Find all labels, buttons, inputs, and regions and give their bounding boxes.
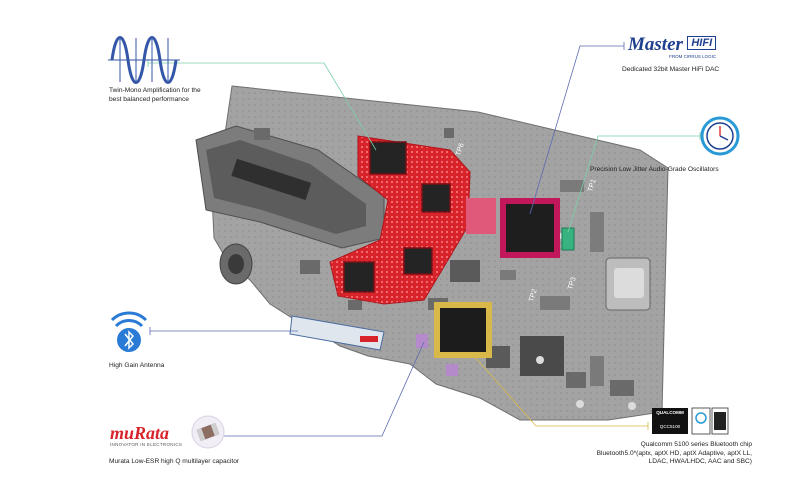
- antenna-component: [289, 315, 385, 351]
- murata-tagline: INNOVATOR IN ELECTRONICS: [110, 442, 183, 447]
- twin-mono-line-1: Twin-Mono Amplification for the: [109, 87, 201, 94]
- oscillator-caption: Precision Low Jitter Audio-Grade Oscilla…: [590, 166, 719, 173]
- oscillator-component: [561, 227, 575, 251]
- capacitor-caption: Murata Low-ESR high Q multilayer capacit…: [109, 458, 240, 465]
- capacitor-component: [416, 334, 428, 348]
- qualcomm-logo-text: QUALCOMM: [656, 410, 684, 415]
- antenna-caption: High Gain Antenna: [109, 362, 165, 369]
- murata-logo: muRata INNOVATOR IN ELECTRONICS: [110, 424, 182, 447]
- qualcomm-badge: [652, 407, 729, 435]
- master-hifi-logo: Master HIFI FROM CIRRUS LOGIC: [628, 34, 717, 59]
- dac-chip: [500, 198, 560, 258]
- waveform-icon: [108, 36, 180, 84]
- bluetooth-line-3: LDAC, HWA/LHDC, AAC and SBC): [648, 458, 752, 466]
- callout-line-oscillator: [567, 135, 700, 233]
- bluetooth-caption: Qualcomm 5100 series Bluetooth chip Blue…: [597, 441, 752, 467]
- callout-line-capacitor: [202, 341, 425, 437]
- bluetooth-icon: [110, 311, 148, 352]
- callout-lines: [147, 42, 701, 440]
- clock-icon: [700, 116, 740, 156]
- qcc-part-text: QCC5100: [659, 424, 681, 429]
- capacitor-icon: [191, 415, 225, 449]
- bluetooth-line-2: Bluetooth5.0*(aptx, aptX HD, aptX Adapti…: [596, 449, 752, 457]
- callout-line-amp: [148, 62, 377, 151]
- twin-mono-line-2: best balanced performance: [109, 95, 189, 103]
- callout-line-dac: [529, 45, 624, 215]
- master-brand: Master: [628, 34, 683, 55]
- capacitor-component: [446, 364, 458, 376]
- murata-brand: muRata: [110, 423, 170, 443]
- bluetooth-line-1: Qualcomm 5100 series Bluetooth chip: [640, 441, 752, 448]
- master-tagline: FROM CIRRUS LOGIC: [669, 54, 717, 59]
- callout-line-bluetooth: [473, 355, 648, 427]
- hifi-badge: HIFI: [687, 36, 717, 50]
- amplifier-section: [329, 135, 496, 305]
- twin-mono-caption: Twin-Mono Amplification for the best bal…: [109, 87, 201, 104]
- bluetooth-chip: [434, 302, 492, 358]
- dac-caption: Dedicated 32bit Master HiFi DAC: [622, 66, 720, 73]
